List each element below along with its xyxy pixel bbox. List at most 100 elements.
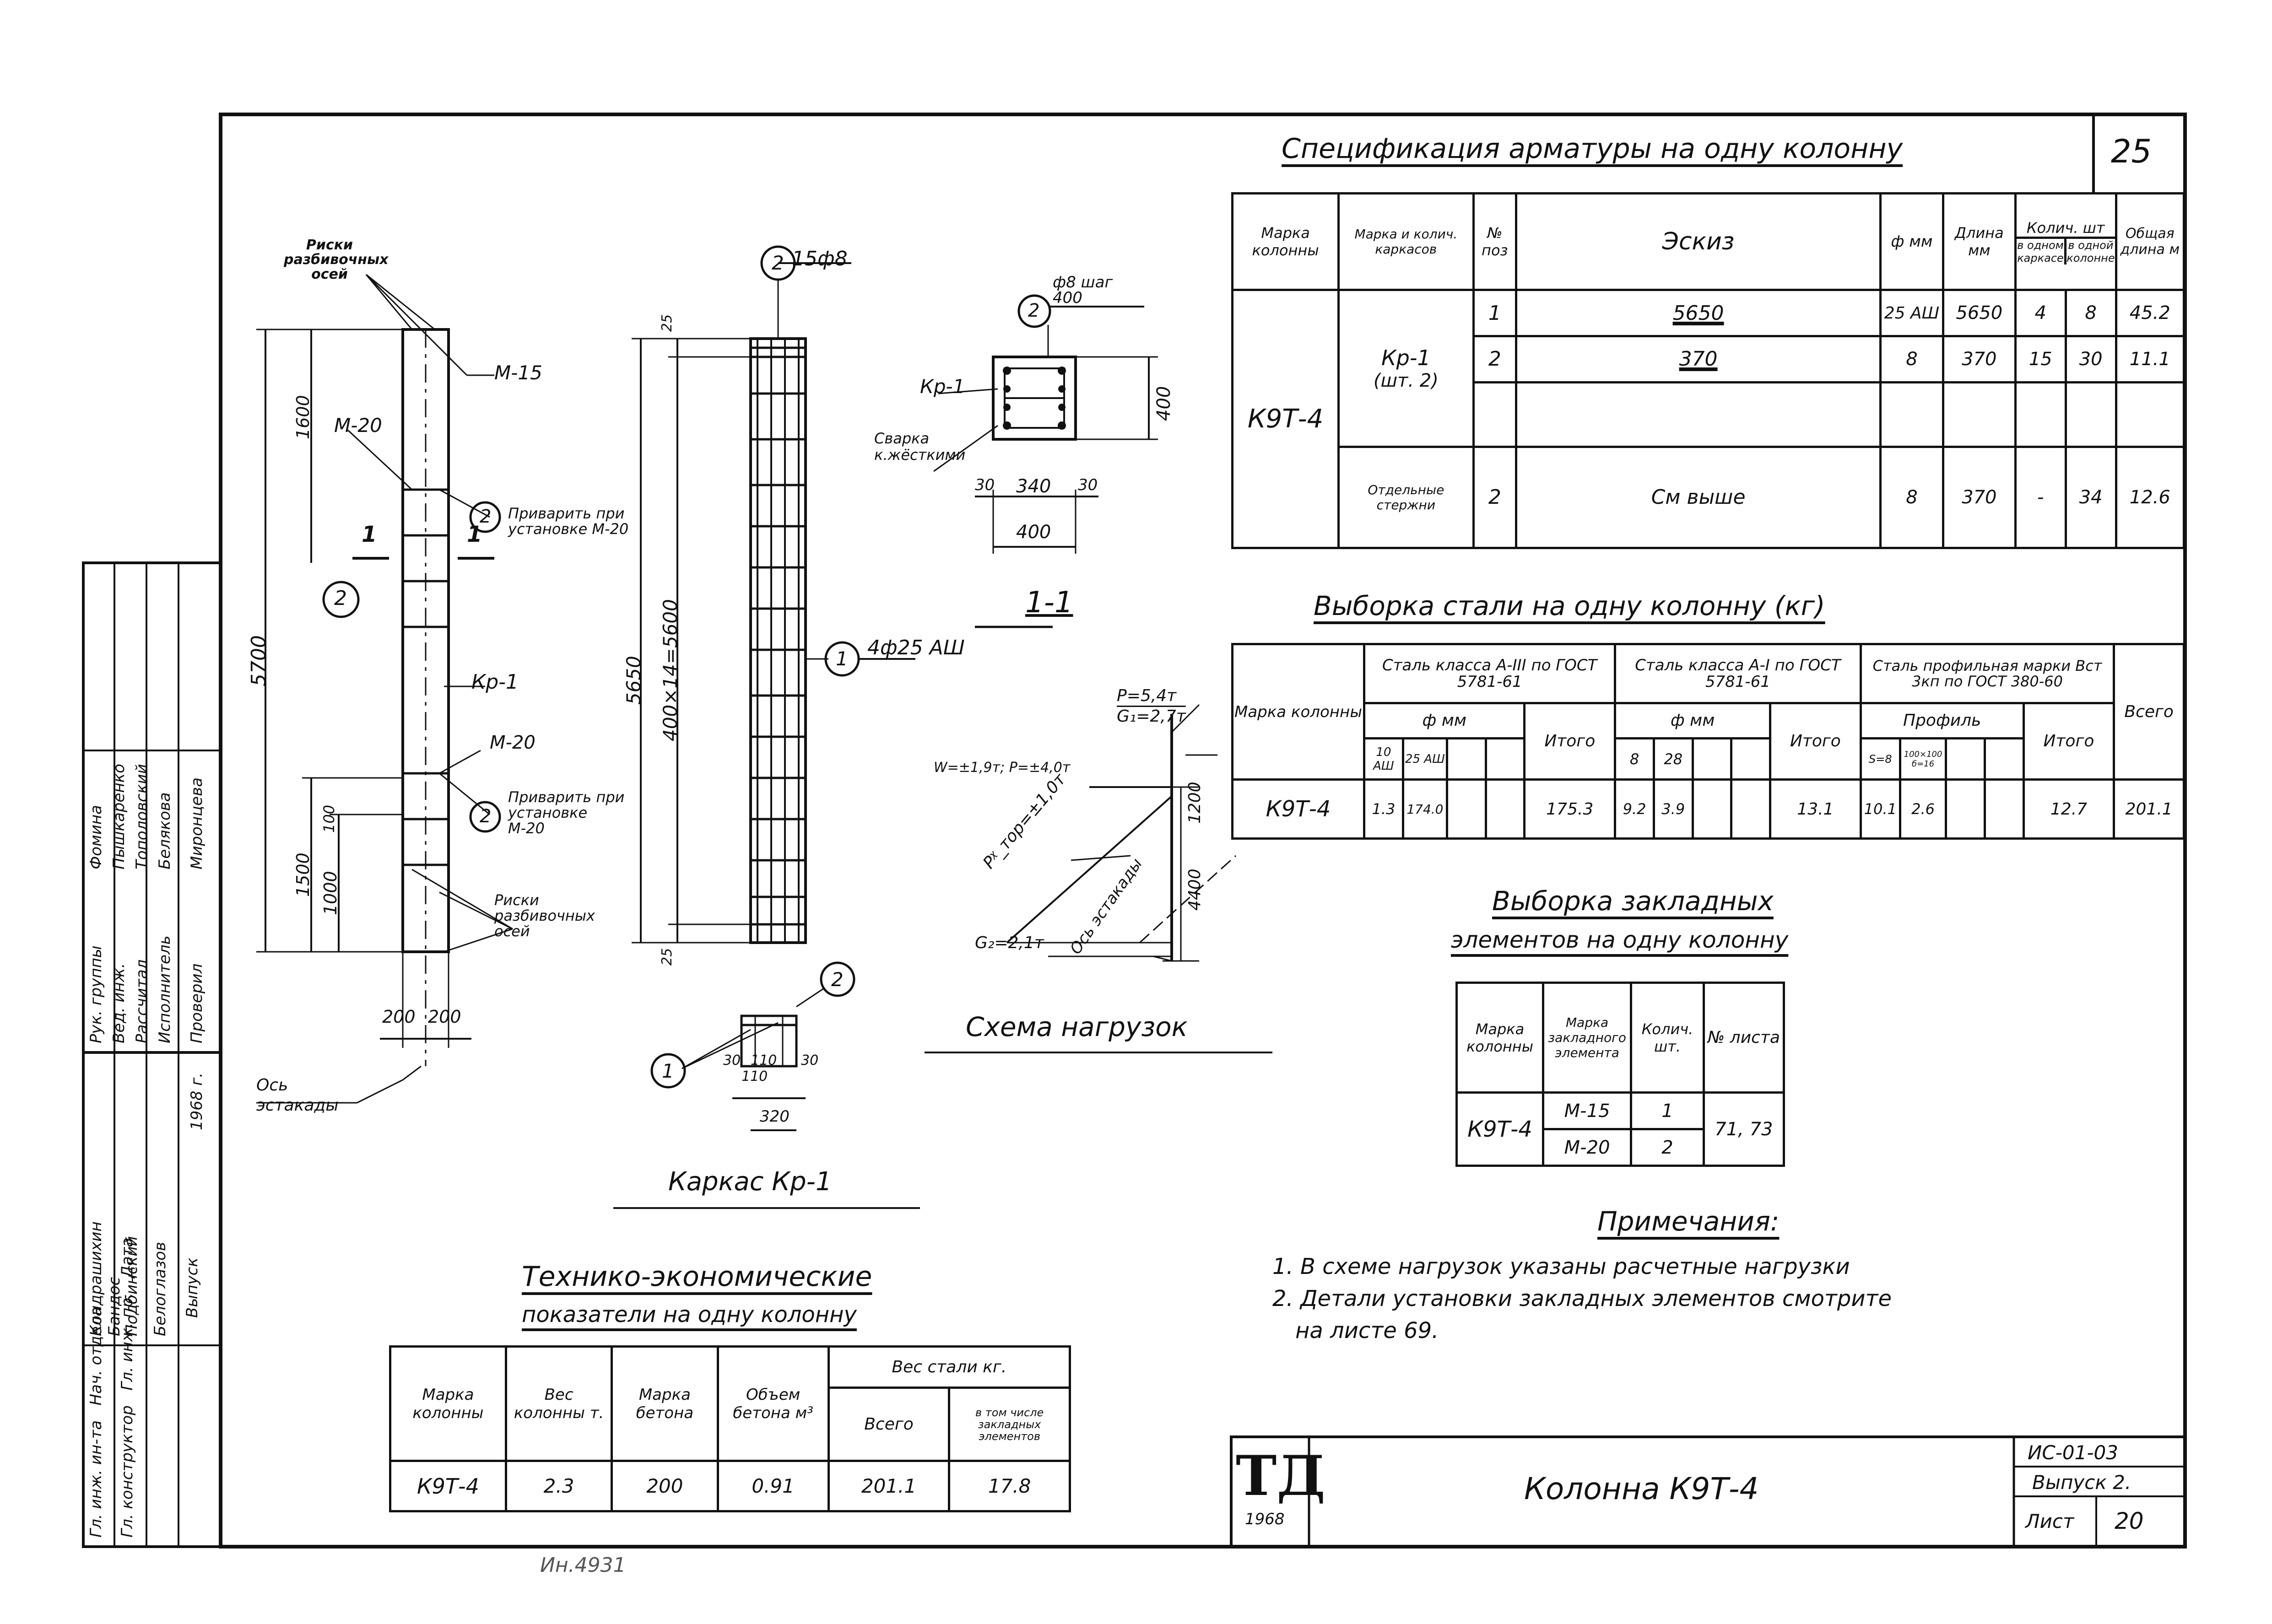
spec-frame-mark: Кр-1 [1381,345,1431,370]
stamp-name-7: Пышкаренко [110,764,128,869]
dim-w2: 200 [428,1007,461,1027]
spec-h-sketch: Эскиз [1515,192,1882,291]
embedded-title-2: элементов на одну колонну [1451,927,1789,953]
section-weld: Сварка к.жёсткими [874,430,966,464]
cage-pos2-label: 15ф8 [792,247,848,270]
table-row: К9Т-4 М-15 1 71, 73 [1455,1091,1785,1167]
stamp-name-8: Тополовский [133,764,151,869]
stamp-role-9: Исполнитель [156,935,174,1043]
cage-dim-len: 5650 [622,656,645,705]
section-dim-c: 30 [1078,476,1098,494]
logo: ТД [1236,1444,1325,1508]
steel-title: Выборка стали на одну колонну (кг) [1314,590,1825,621]
load-g2: G₂=2,1т [975,933,1044,952]
title-block [1230,1435,2186,1548]
tech-table: Марка колонны Вес колонны т. Марка бетон… [389,1345,1071,1512]
pos2-mark-top: 2 [480,506,492,527]
issue: Выпуск 2. [2032,1471,2131,1494]
cage-title: Каркас Кр-1 [668,1167,832,1197]
sheet-title: Колонна К9Т-4 [1524,1471,1759,1506]
label-risks-bottom: Риски разбивочных осей [494,891,595,940]
cage-plan-d1: 30 [723,1052,741,1068]
stamp-name-5: Выпуск [183,1257,201,1318]
stamp-year: 1968 г. [188,1072,206,1130]
spec-h-qty: Колич. шт [2018,219,2114,239]
spec-h-mark: Марка колонны [1231,192,1340,291]
table-row: М-20 2 [1457,1128,1784,1167]
dim-bottom1: 1500 [293,852,313,897]
label-m20-top: М-20 [334,414,382,437]
table-row: К9Т-4 1.3 174.0 175.3 9.2 3.9 13.1 10.1 … [1231,778,2185,840]
section-pos2: 2 [1028,300,1040,321]
section-mark-right: 1 [467,522,482,547]
load-h2: 4400 [1185,869,1204,911]
section-dim-b: 340 [1016,476,1051,497]
spec-rebar-table: Марка колонны Марка и колич. каркасов № … [1231,192,2185,550]
section-kr1: Кр-1 [920,375,965,398]
steel-table: Марка колонны Сталь класса А-III по ГОСТ… [1231,642,2185,840]
page-number: 25 [2111,133,2152,170]
section-dim-h: 400 [1153,386,1174,421]
label-kr1: Кр-1 [471,670,519,694]
table-row: Отдельные стержни 2 См выше 8 370 - 34 1… [1233,445,2185,550]
stamp-role-6: Рук. группы [87,945,105,1043]
cage-plan-d3: 110 [741,1068,768,1084]
cage-dim-top: 25 [659,314,675,332]
table-row: К9Т-4 Кр-1(шт. 2) 1 5650 25 АШ 5650 4 8 … [1231,289,2185,549]
section-dim-total: 400 [1016,522,1051,543]
spec-rebar-title: Спецификация арматуры на одну колонну [1282,133,1903,165]
label-risks-top: Риски разбивочных осей [284,237,389,282]
tech-title-1: Технико-экономические [522,1261,872,1293]
cage-pos2-mark: 2 [772,252,784,274]
spec-h-pos: № поз [1472,192,1518,291]
table-row: 2 370 8 370 15 30 11.1 [1233,335,2185,383]
stamp-name-4: Белоглазов [151,1241,169,1336]
stamp-name-1: Кондрашихин [87,1221,105,1336]
stamp-name-9: Белякова [156,792,174,869]
cage-plan-d4: 30 [801,1052,819,1068]
load-h1: 1200 [1185,782,1204,824]
cage-plan-d2: 110 [751,1052,777,1068]
label-m15: М-15 [494,361,542,384]
cage-plan-pos1: 1 [662,1060,674,1082]
spec-h-qty1: в одном каркасе [2018,238,2067,264]
series: ИС-01-03 [2028,1441,2118,1464]
sheet-number: 20 [2115,1508,2144,1534]
cage-dim-sum: 400×14=5600 [659,599,682,741]
note-2: 2. Детали установки закладных элементов … [1272,1286,1892,1311]
pos2-mark-bottom: 2 [480,806,492,827]
stamp-strip [82,561,222,1548]
spec-frame-qty: (шт. 2) [1373,370,1439,391]
stamp-name-2: Бандос [105,1277,124,1336]
section-dim-a: 30 [975,476,995,494]
stamp-name-3: Подбинский [123,1236,141,1336]
load-g1: G₁=2,7т [1117,707,1186,726]
cage-dim-bottom: 25 [659,948,675,966]
note-1: 1. В схеме нагрузок указаны расчетные на… [1272,1254,1850,1279]
loads-title: Схема нагрузок [966,1011,1188,1042]
label-axis: Ось эстакады [256,1076,339,1115]
label-weld-bottom: Приварить при установке М-20 [508,788,625,837]
spec-h-qty2: в одной колонне [2066,238,2115,264]
note-3: на листе 69. [1295,1318,1439,1343]
cage-pos1-label: 4ф25 АШ [867,636,965,659]
spec-column-mark: К9Т-4 [1231,289,1340,549]
bottom-stamp: Ин.4931 [540,1554,626,1577]
cage-outline [749,337,807,944]
dim-top: 1600 [293,395,313,439]
dim-bottom2: 1000 [320,871,341,915]
section-mark-left: 1 [362,522,377,547]
logo-year: 1968 [1245,1510,1285,1528]
spec-h-total: Общая длина м [2115,192,2185,291]
pos2-mark-left: 2 [334,587,347,610]
dim-w1: 200 [382,1007,416,1027]
embedded-title-1: Выборка закладных [1492,885,1774,917]
section-outline [992,356,1077,441]
dim-small: 100 [320,804,338,833]
spec-h-dia: ф мм [1879,192,1944,291]
stamp-role-7: Вед. инж. [110,963,128,1043]
dim-total: 5700 [247,635,270,686]
spec-h-frame: Марка и колич. каркасов [1337,192,1475,291]
stamp-name-6: Фомина [87,805,105,869]
